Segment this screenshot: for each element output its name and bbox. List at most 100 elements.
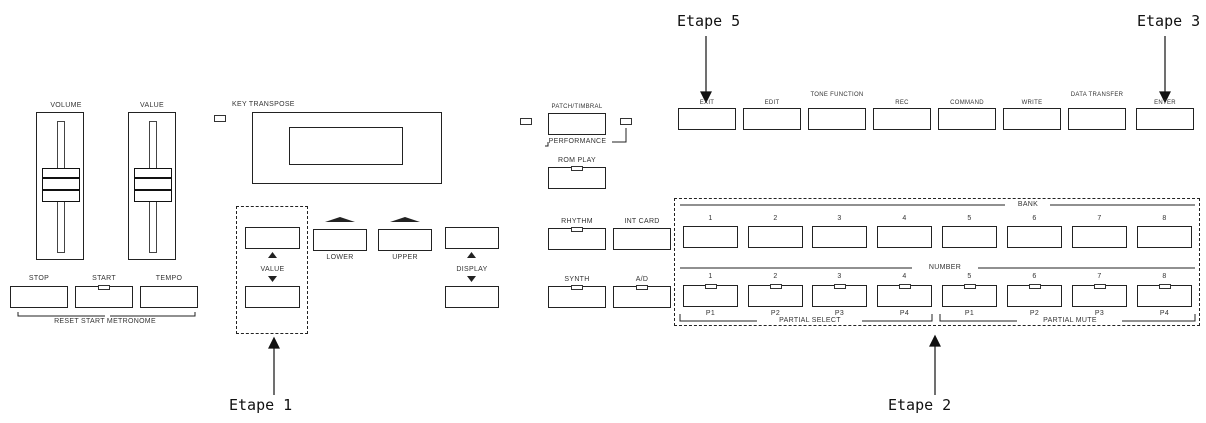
number-led bbox=[1094, 284, 1106, 289]
tone-function-button[interactable] bbox=[808, 108, 866, 130]
number-8-button[interactable] bbox=[1137, 284, 1192, 307]
partial-mute-part: P2 bbox=[1029, 310, 1040, 317]
number-led bbox=[834, 284, 846, 289]
data-transfer-button[interactable] bbox=[1068, 108, 1126, 130]
number-led bbox=[770, 284, 782, 289]
number-6-button[interactable] bbox=[1007, 284, 1062, 307]
a-d-label: A/D bbox=[635, 276, 649, 283]
top-label-rec: REC bbox=[895, 100, 909, 106]
volume-slider[interactable] bbox=[36, 112, 84, 260]
bank-5-button[interactable] bbox=[942, 226, 997, 248]
value-inc-button[interactable] bbox=[245, 227, 300, 249]
key-transpose-led bbox=[214, 115, 226, 122]
bank-6-button[interactable] bbox=[1007, 226, 1062, 248]
number-7-button[interactable] bbox=[1072, 284, 1127, 307]
value-increment-group bbox=[236, 206, 308, 334]
bank-4-button[interactable] bbox=[877, 226, 932, 248]
number-2-button[interactable] bbox=[748, 284, 803, 307]
number-label: 2 bbox=[773, 273, 778, 280]
bank-8-button[interactable] bbox=[1137, 226, 1192, 248]
number-led bbox=[899, 284, 911, 289]
display-label: DISPLAY bbox=[456, 266, 488, 273]
number-label: 5 bbox=[967, 273, 972, 280]
bank-1-button[interactable] bbox=[683, 226, 738, 248]
number-group-label: NUMBER bbox=[928, 264, 962, 271]
rec-button[interactable] bbox=[873, 108, 931, 130]
number-label: 1 bbox=[708, 273, 713, 280]
command-button[interactable] bbox=[938, 108, 996, 130]
value-dec-button[interactable] bbox=[245, 286, 300, 308]
bank-number-label: 2 bbox=[773, 215, 778, 222]
upper-button[interactable] bbox=[378, 229, 432, 251]
bank-number-label: 6 bbox=[1032, 215, 1037, 222]
top-label-write: WRITE bbox=[1021, 100, 1043, 106]
synth-button[interactable] bbox=[548, 285, 606, 308]
volume-slider-cap[interactable] bbox=[42, 168, 80, 202]
lower-label: LOWER bbox=[326, 254, 354, 261]
upper-label: UPPER bbox=[392, 254, 418, 261]
stop-button[interactable] bbox=[10, 286, 68, 308]
number-led bbox=[1029, 284, 1041, 289]
number-label: 7 bbox=[1097, 273, 1102, 280]
rom-play-led bbox=[571, 166, 583, 171]
number-led bbox=[964, 284, 976, 289]
number-led bbox=[705, 284, 717, 289]
bank-2-button[interactable] bbox=[748, 226, 803, 248]
partial-mute-part: P3 bbox=[1094, 310, 1105, 317]
bank-number-label: 4 bbox=[902, 215, 907, 222]
edit-button[interactable] bbox=[743, 108, 801, 130]
top-label-edit: EDIT bbox=[764, 100, 780, 106]
rhythm-button[interactable] bbox=[548, 227, 606, 250]
lower-button[interactable] bbox=[313, 229, 367, 251]
number-5-button[interactable] bbox=[942, 284, 997, 307]
rom-play-label: ROM PLAY bbox=[557, 157, 597, 164]
callout-step-5: Etape 5 bbox=[677, 12, 741, 30]
stop-label: STOP bbox=[28, 275, 50, 282]
lcd-screen bbox=[289, 127, 403, 165]
a-d-led bbox=[636, 285, 648, 290]
exit-button[interactable] bbox=[678, 108, 736, 130]
enter-button[interactable] bbox=[1136, 108, 1194, 130]
patch-tone-label: PATCH/TIMBRAL bbox=[551, 104, 603, 110]
number-label: 6 bbox=[1032, 273, 1037, 280]
value-updown-label: VALUE bbox=[260, 266, 285, 273]
write-button[interactable] bbox=[1003, 108, 1061, 130]
partial-mute-part: P1 bbox=[964, 310, 975, 317]
patch-led bbox=[520, 118, 532, 125]
bank-number-label: 8 bbox=[1162, 215, 1167, 222]
partial-mute-label: PARTIAL MUTE bbox=[1043, 317, 1097, 324]
patch-mode-button[interactable] bbox=[548, 113, 606, 135]
display-up-button[interactable] bbox=[445, 227, 499, 249]
volume-slider-label: VOLUME bbox=[50, 102, 82, 109]
top-label-exit: EXIT bbox=[699, 100, 715, 106]
key-transpose-label: KEY TRANSPOSE bbox=[232, 101, 295, 108]
synth-label: SYNTH bbox=[564, 276, 590, 283]
value-slider[interactable] bbox=[128, 112, 176, 260]
top-label-enter: ENTER bbox=[1154, 100, 1176, 106]
number-1-button[interactable] bbox=[683, 284, 738, 307]
number-3-button[interactable] bbox=[812, 284, 867, 307]
rom-play-button[interactable] bbox=[548, 166, 606, 189]
bank-number-label: 1 bbox=[708, 215, 713, 222]
bank-3-button[interactable] bbox=[812, 226, 867, 248]
number-4-button[interactable] bbox=[877, 284, 932, 307]
partial-select-part: P4 bbox=[899, 310, 910, 317]
value-slider-cap[interactable] bbox=[134, 168, 172, 202]
top-label-data-transfer: DATA TRANSFER bbox=[1070, 92, 1124, 98]
int-card-label: INT CARD bbox=[624, 218, 660, 225]
number-led bbox=[1159, 284, 1171, 289]
callout-step-1: Etape 1 bbox=[229, 396, 293, 414]
display-down-button[interactable] bbox=[445, 286, 499, 308]
bank-7-button[interactable] bbox=[1072, 226, 1127, 248]
start-button[interactable] bbox=[75, 285, 133, 308]
callout-step-3: Etape 3 bbox=[1137, 12, 1201, 30]
tempo-button[interactable] bbox=[140, 286, 198, 308]
a-d-button[interactable] bbox=[613, 285, 671, 308]
rhythm-label: RHYTHM bbox=[561, 218, 593, 225]
int-card-button[interactable] bbox=[613, 228, 671, 250]
top-label-command: COMMAND bbox=[950, 100, 984, 106]
performance-led bbox=[620, 118, 632, 125]
